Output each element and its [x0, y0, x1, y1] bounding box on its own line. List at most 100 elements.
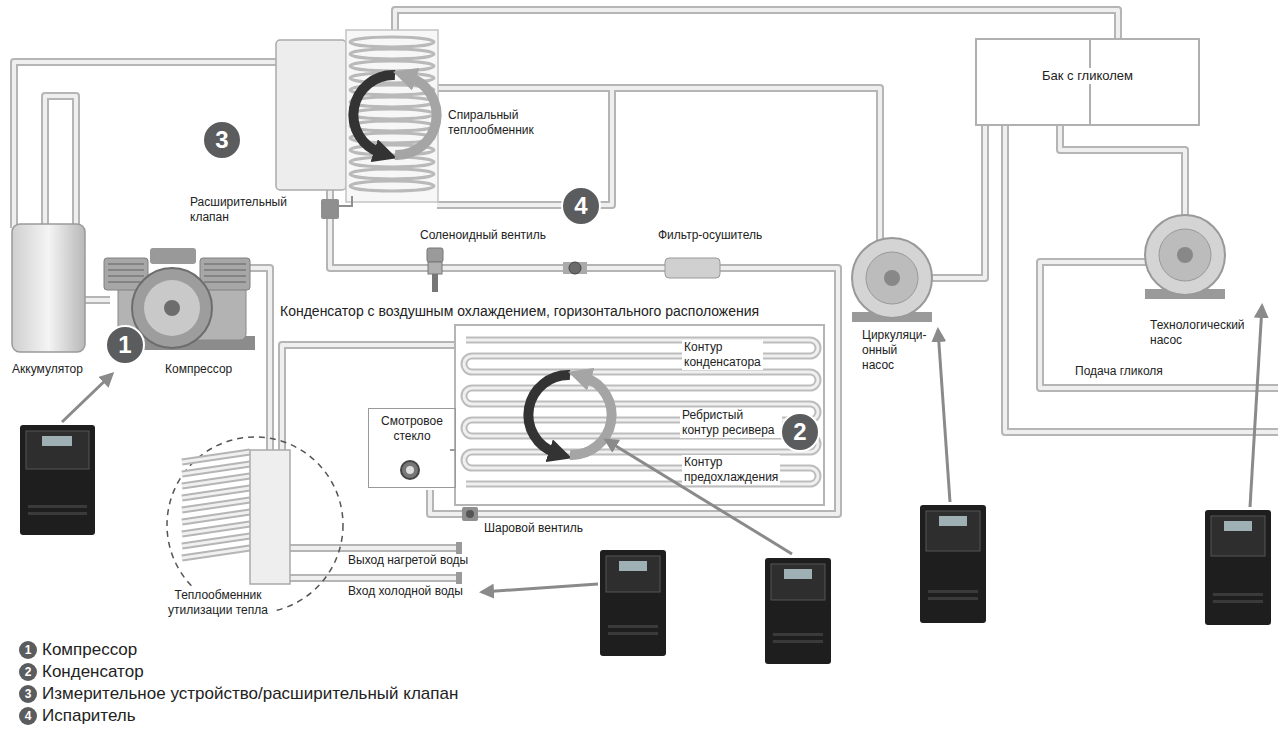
pipe-inner — [328, 190, 332, 200]
part-label: Соленоидный вентиль — [420, 228, 546, 243]
part-label: Расширительный клапан — [190, 195, 287, 225]
compressor-drawing — [164, 300, 180, 316]
part-label: Вход холодной воды — [348, 584, 463, 599]
ball-valve-symbol — [462, 507, 478, 521]
spiral-heat-exchanger — [350, 169, 434, 179]
spiral-heat-exchanger — [353, 75, 395, 153]
sight-glass-icon — [401, 461, 419, 479]
spiral-heat-exchanger — [350, 37, 434, 191]
callout-number: 3 — [202, 120, 242, 160]
filter-dryer-symbol — [665, 258, 720, 278]
condenser-drawing — [570, 377, 612, 455]
inline-sight-glass — [563, 262, 587, 274]
process-pump-drawing — [1145, 215, 1225, 299]
sight-glass-icon — [406, 466, 414, 474]
drive-unit — [773, 633, 823, 636]
expansion-valve-symbol — [321, 196, 352, 219]
pipe-inner — [282, 345, 456, 452]
solenoid-valve-symbol — [432, 274, 438, 292]
receiver-vessel — [276, 40, 346, 190]
spiral-heat-exchanger — [346, 30, 438, 202]
spiral-heat-exchanger — [350, 109, 434, 119]
process-pump-drawing — [1145, 215, 1225, 295]
part-label: Шаровой вентиль — [484, 521, 583, 536]
drive-unit — [928, 597, 978, 600]
legend-number: 4 — [19, 707, 37, 725]
heat-recovery-exchanger — [250, 450, 290, 584]
compressor-drawing — [200, 258, 250, 290]
circulation-pump-drawing — [884, 270, 900, 286]
part-label: Конденсатор с воздушным охлаждением, гор… — [280, 303, 759, 320]
legend-text: Конденсатор — [42, 662, 144, 681]
pipe-outer — [45, 96, 76, 226]
drive-unit — [619, 561, 647, 571]
pipe-outer — [930, 126, 985, 278]
part-label: Циркуляци- онный насос — [862, 328, 926, 373]
drive-unit — [20, 425, 1271, 664]
part-label: Фильтр-осушитель — [658, 228, 762, 243]
compressor-drawing — [144, 280, 200, 336]
condenser-drawing — [450, 449, 455, 451]
condenser-drawing — [455, 325, 824, 505]
pipe-inner — [248, 268, 270, 452]
part-label: Ребристый контур ресивера — [680, 408, 782, 438]
circulation-pump-drawing — [866, 252, 918, 304]
inline-sight-glass — [563, 262, 587, 274]
node-text: Бак с гликолем — [1038, 68, 1137, 84]
legend-number: 1 — [19, 641, 37, 659]
legend-number: 3 — [19, 685, 37, 703]
expansion-valve-symbol — [321, 199, 339, 219]
accumulator-drawing — [12, 224, 85, 352]
spiral-heat-exchanger — [350, 121, 434, 131]
condenser-drawing — [528, 375, 570, 453]
drive-unit — [1211, 516, 1265, 556]
pointer-arrow — [482, 584, 598, 592]
spiral-heat-exchanger — [350, 37, 434, 47]
pipe-inner — [1005, 126, 1278, 432]
pipe-inner — [1060, 126, 1185, 217]
legend-entry: Испаритель — [42, 706, 136, 726]
node-text: Смотровое стекло — [373, 414, 451, 444]
spiral-heat-exchanger — [350, 157, 434, 167]
pointer-arrow — [938, 330, 950, 502]
spiral-heat-exchanger — [346, 30, 438, 202]
pointer-arrow — [606, 440, 792, 554]
legend-number: 2 — [19, 663, 37, 681]
heat-recovery-exchanger — [182, 452, 250, 558]
legend-text: Испаритель — [42, 706, 136, 725]
drive-unit — [1213, 593, 1263, 596]
receiver-vessel — [276, 40, 346, 190]
pipe-outer — [395, 10, 1118, 40]
drive-unit — [606, 556, 660, 592]
pipe-outer — [248, 268, 270, 452]
compressor-drawing — [150, 248, 196, 264]
part-label: Компрессор — [165, 362, 232, 377]
pipe-inner — [85, 298, 110, 302]
drive-unit — [20, 425, 95, 535]
pipe-inner — [45, 96, 76, 226]
callout-number: 2 — [780, 412, 820, 452]
drive-unit — [28, 505, 87, 508]
pipe-inner — [14, 10, 1278, 578]
glycol-tank-drawing — [975, 38, 1200, 126]
compressor-drawing — [132, 268, 212, 348]
pipe-outer — [1005, 126, 1278, 432]
drive-unit — [765, 558, 831, 664]
legend-text: Измерительное устройство/расширительный … — [42, 684, 458, 703]
part-label: Теплообменник утилизации тепла — [160, 588, 276, 618]
pipe-outer — [282, 345, 456, 452]
callout-number: 1 — [105, 325, 145, 365]
solenoid-valve-symbol — [428, 262, 442, 274]
node-text: 4 — [574, 194, 587, 218]
part-label: Технологический насос — [1150, 318, 1245, 348]
pipe-outer — [437, 88, 880, 240]
ball-valve-symbol — [466, 510, 474, 518]
process-pump-drawing — [1177, 247, 1193, 263]
pipe-outer — [326, 190, 334, 200]
heat-recovery-exchanger — [167, 437, 343, 613]
accumulator-drawing — [12, 224, 85, 352]
pointer-arrow — [1250, 306, 1262, 507]
pipe-inner — [330, 218, 838, 514]
pipe-outer — [330, 218, 838, 514]
part-label: Контур предохлаждения — [682, 455, 780, 485]
